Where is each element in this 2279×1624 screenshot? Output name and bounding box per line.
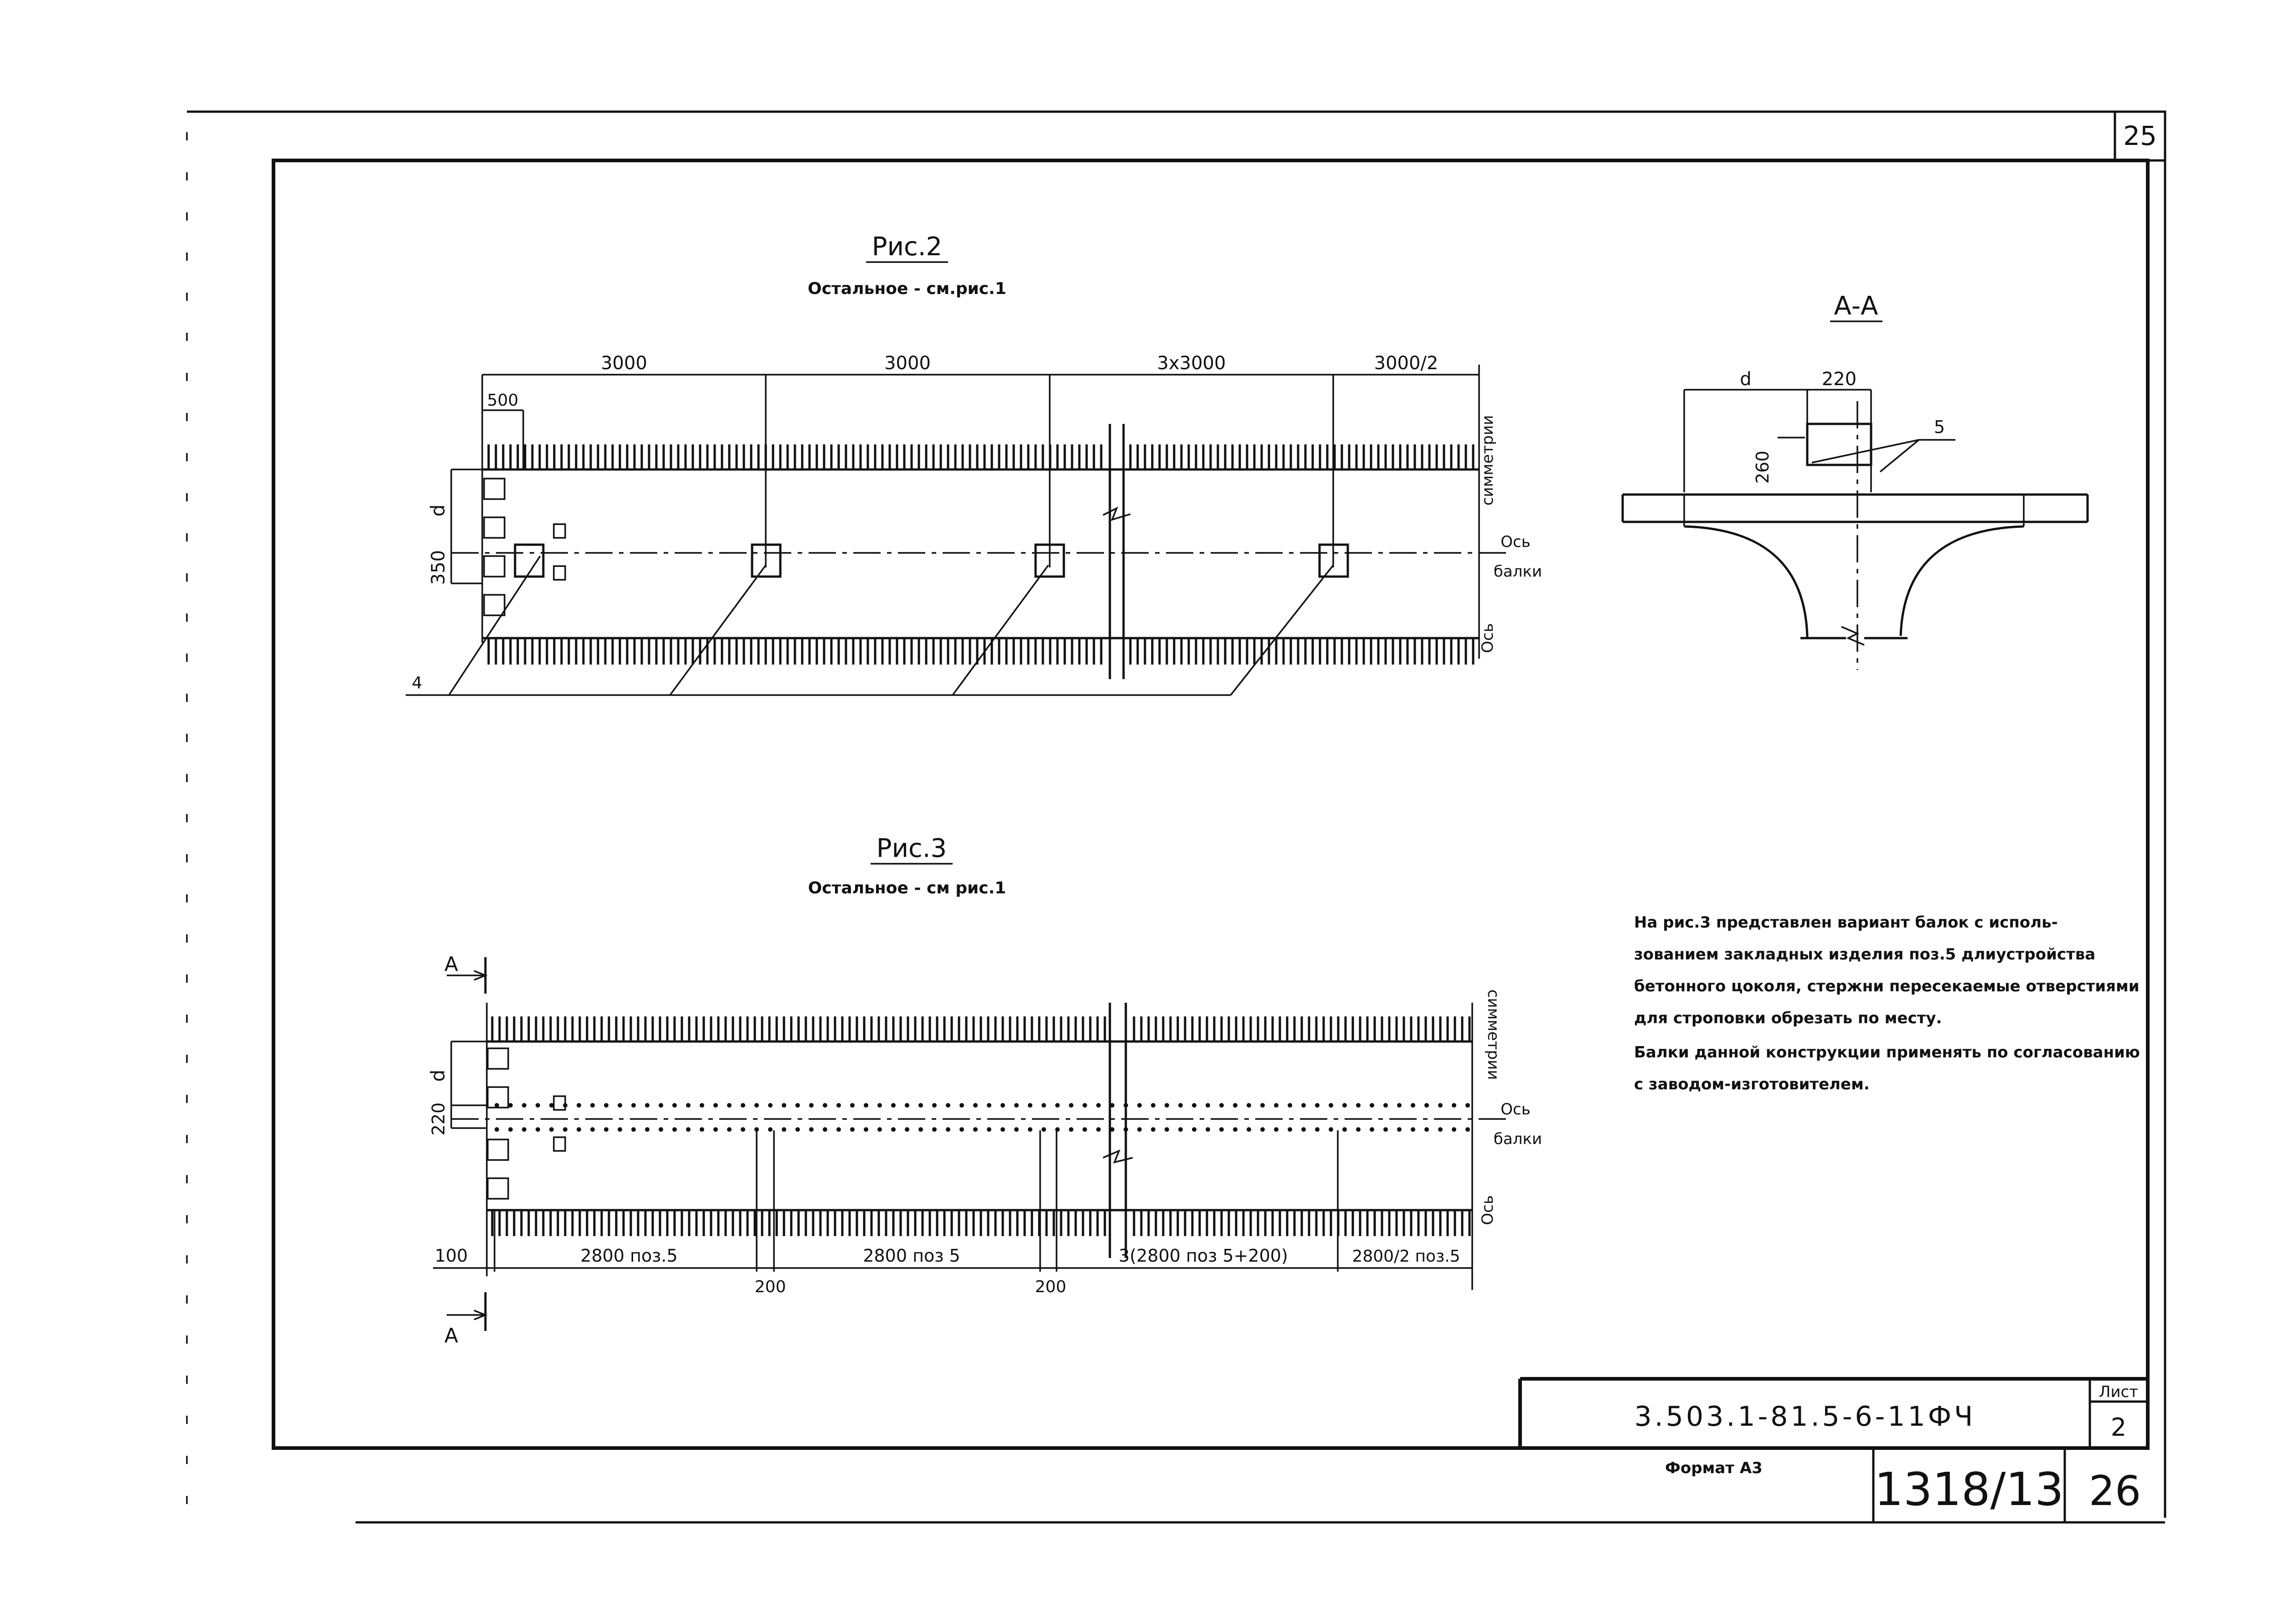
fig2-label-axis-os2: Ось [1479, 623, 1497, 653]
page-number-top: 25 [2123, 120, 2157, 151]
fig3-label-axis-os2: Ось [1479, 1195, 1497, 1225]
fig3-dim-220: 220 [428, 1103, 449, 1136]
page-number-box-top: 25 [2114, 110, 2166, 162]
fig3-dim-100: 100 [435, 1246, 468, 1266]
note-line-3: бетонного цоколя, стержни пересекаемые о… [1634, 977, 2140, 995]
note-line-5: Балки данной конструкции применять по со… [1634, 1043, 2140, 1062]
fig3-dotted-row-upper [495, 1103, 1470, 1108]
sheet-label: Лист [2099, 1383, 2138, 1401]
fig2-label-axis-balki: балки [1494, 562, 1542, 581]
fig2-dim-d: d [427, 505, 449, 517]
fig3-dim-bottom-1: 2800 поз.5 [580, 1246, 677, 1266]
fig3-section-mark-bottom: А [444, 1324, 458, 1347]
fig2-dim-top-2: 3000 [884, 353, 931, 374]
fig3-dim-d: d [427, 1070, 449, 1082]
figure-2: Рис.2 Остальное - см.рис.1 3000 3000 3x3… [406, 232, 1542, 696]
section-aa: А-А d 220 260 5 [1621, 291, 2089, 670]
fig2-dim-350: 350 [428, 550, 449, 585]
fig3-dim-200-a: 200 [755, 1278, 786, 1296]
fig3-top-hatch [491, 1016, 1471, 1041]
note-line-6: с заводом-изготовителем. [1634, 1075, 1870, 1093]
fig3-dim-bottom-4: 2800/2 поз.5 [1352, 1247, 1460, 1266]
fig3-dim-bottom-2: 2800 поз 5 [863, 1246, 960, 1266]
fig2-callout-4: 4 [412, 674, 423, 692]
fig2-dim-500: 500 [487, 391, 519, 410]
section-aa-dim-d: d [1740, 369, 1751, 390]
fig3-label-axis-os: Ось [1500, 1100, 1531, 1119]
fig3-subtitle: Остальное - см рис.1 [808, 879, 1006, 897]
section-aa-dim-260: 260 [1753, 451, 1773, 484]
fig3-section-mark-top: А [444, 953, 458, 976]
fig2-dim-top-3: 3x3000 [1157, 353, 1226, 374]
note-line-1: На рис.3 представлен вариант балок с исп… [1634, 913, 2058, 932]
fig3-label-axis-balki: балки [1494, 1130, 1542, 1148]
fig2-label-symmetry: симметрии [1479, 415, 1497, 506]
outer-frame [186, 110, 2166, 1524]
fig3-label-symmetry: симметрии [1484, 990, 1502, 1080]
section-aa-dim-220: 220 [1822, 369, 1856, 390]
section-aa-callout-5: 5 [1934, 417, 1945, 437]
note-block: На рис.3 представлен вариант балок с исп… [1634, 913, 2140, 1093]
fig3-bottom-hatch [491, 1210, 1471, 1236]
inner-frame [272, 159, 2150, 1450]
fig3-title: Рис.3 [877, 834, 947, 863]
title-block: 3.503.1-81.5-6-11ФЧ Лист 2 Формат А3 131… [1518, 1377, 2148, 1522]
fig3-dim-bottom-3: 3(2800 поз 5+200) [1119, 1246, 1288, 1266]
format-label: Формат А3 [1665, 1459, 1763, 1477]
inventory-number: 1318/13 [1874, 1463, 2063, 1516]
fig3-dotted-row-lower [495, 1127, 1470, 1132]
section-aa-title: А-А [1834, 291, 1878, 321]
fig2-bottom-hatch [487, 638, 1475, 665]
fig2-dim-top-4: 3000/2 [1374, 353, 1439, 374]
fig2-subtitle: Остальное - см.рис.1 [808, 279, 1006, 298]
fig2-title: Рис.2 [872, 232, 942, 262]
fig3-dim-200-b: 200 [1035, 1278, 1067, 1296]
fig2-dim-top-1: 3000 [601, 353, 647, 374]
page-number-bottom: 26 [2089, 1467, 2141, 1515]
fig2-top-hatch [487, 444, 1475, 469]
note-line-4: для строповки обрезать по месту. [1634, 1009, 1942, 1027]
note-line-2: зованием закладных изделия поз.5 длиустр… [1634, 945, 2095, 964]
fig2-label-axis-os: Ось [1500, 533, 1531, 551]
doc-code: 3.503.1-81.5-6-11ФЧ [1634, 1401, 1976, 1433]
figure-3: Рис.3 Остальное - см рис.1 А А d [427, 834, 1542, 1347]
sheet-number: 2 [2111, 1413, 2126, 1442]
